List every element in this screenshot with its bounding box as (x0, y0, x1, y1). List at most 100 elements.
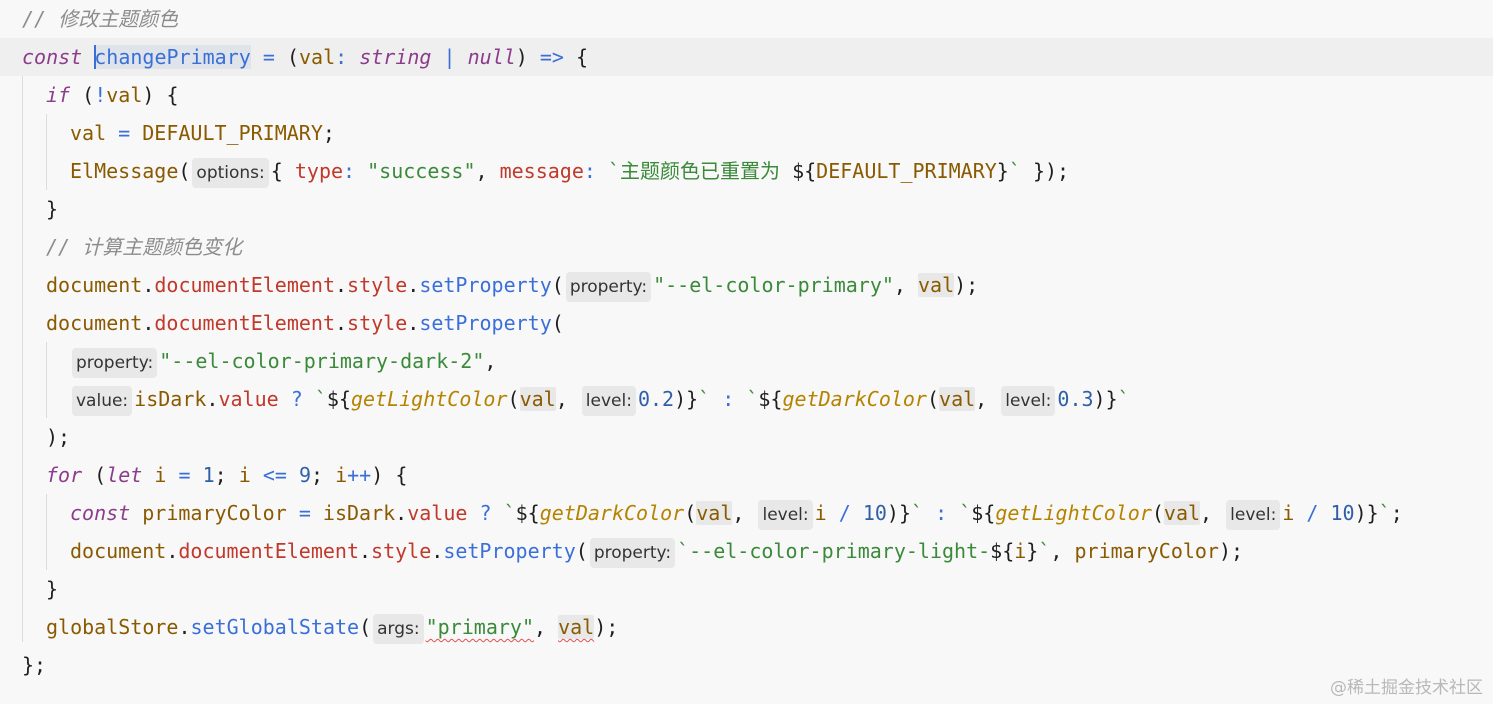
brace: { (395, 463, 408, 487)
template-close: } (1026, 539, 1039, 563)
brace: { (270, 159, 283, 183)
code-line-1[interactable]: // 修改主题颜色 (0, 0, 1493, 38)
property: documentElement (178, 539, 359, 563)
code-line-9[interactable]: document.documentElement.style.setProper… (0, 304, 1493, 342)
backtick: ` (1038, 539, 1051, 563)
code-line-17[interactable]: globalStore.setGlobalState(args:"primary… (0, 608, 1493, 646)
paren: ) (371, 463, 384, 487)
number: 0.2 (637, 387, 675, 411)
semicolon: ; (214, 463, 227, 487)
code-line-11[interactable]: value:isDark.value ? `${getLightColor(va… (0, 380, 1493, 418)
template-close: } (1366, 501, 1379, 525)
property-key: type (294, 159, 344, 183)
property: value (407, 501, 468, 525)
paren: ( (507, 387, 520, 411)
variable: i (238, 463, 251, 487)
semicolon: ; (1390, 501, 1403, 525)
dot: . (335, 311, 348, 335)
code-line-4[interactable]: val = DEFAULT_PRIMARY; (0, 114, 1493, 152)
dot: . (407, 311, 420, 335)
text-caret (94, 45, 97, 69)
template-close: } (996, 159, 1009, 183)
paren: ) (142, 83, 155, 107)
number: 9 (298, 463, 311, 487)
ternary: ? (290, 387, 303, 411)
variable: i (154, 463, 167, 487)
property: documentElement (154, 311, 335, 335)
code-line-6[interactable]: } (0, 190, 1493, 228)
dot: . (206, 387, 219, 411)
variable: val (70, 121, 107, 145)
property: documentElement (154, 273, 335, 297)
function-name[interactable]: changePrimary (94, 45, 251, 69)
backtick: ` (1117, 387, 1130, 411)
number: 0.3 (1057, 387, 1094, 411)
backtick: ` (1378, 501, 1391, 525)
type-null: null (467, 45, 516, 69)
backtick: ` (959, 501, 972, 525)
operator: ++ (347, 463, 372, 487)
keyword: for (46, 463, 83, 487)
comma: , (475, 159, 488, 183)
inlay-hint: level: (1226, 500, 1281, 530)
closing: }); (1032, 159, 1070, 183)
method: setProperty (419, 273, 552, 297)
code-line-2[interactable]: const changePrimary = (val: string | nul… (0, 38, 1493, 76)
indent-guide-level-1 (22, 76, 23, 642)
variable: i (814, 501, 827, 525)
paren: ( (178, 159, 191, 183)
param: val (299, 45, 336, 69)
paren: ( (551, 311, 564, 335)
template-string: `主题颜色已重置为 (607, 159, 793, 183)
template-open: ${ (515, 501, 540, 525)
code-line-16[interactable]: } (0, 570, 1493, 608)
inlay-hint: options: (192, 158, 269, 188)
string: "primary" (425, 615, 534, 639)
identifier: document (46, 311, 143, 335)
code-line-18[interactable]: }; (0, 646, 1493, 684)
code-line-3[interactable]: if (!val) { (0, 76, 1493, 114)
variable: i (1282, 501, 1295, 525)
code-line-15[interactable]: document.documentElement.style.setProper… (0, 532, 1493, 570)
dot: . (142, 273, 155, 297)
dot: . (359, 539, 372, 563)
operator: / (838, 501, 851, 525)
paren: ( (94, 463, 107, 487)
code-line-8[interactable]: document.documentElement.style.setProper… (0, 266, 1493, 304)
property-key: message (499, 159, 584, 183)
comment: // 修改主题颜色 (22, 7, 179, 31)
variable: val (106, 83, 143, 107)
closing: ); (1218, 539, 1244, 563)
comma: , (484, 349, 497, 373)
template-open: ${ (758, 387, 783, 411)
indent-guide-level-2c (46, 494, 47, 570)
string: "--el-color-primary-dark-2" (159, 349, 485, 373)
code-line-13[interactable]: for (let i = 1; i <= 9; i++) { (0, 456, 1493, 494)
code-line-5[interactable]: ElMessage(options:{ type: "success", mes… (0, 152, 1493, 190)
paren: ) (515, 45, 528, 69)
code-line-14[interactable]: const primaryColor = isDark.value ? `${g… (0, 494, 1493, 532)
method: setGlobalState (190, 615, 360, 639)
code-line-12[interactable]: ); (0, 418, 1493, 456)
inlay-hint: level: (758, 500, 813, 530)
template-close: } (686, 387, 699, 411)
paren: ( (926, 387, 940, 411)
comma: , (1200, 501, 1213, 525)
code-line-10[interactable]: property:"--el-color-primary-dark-2", (0, 342, 1493, 380)
constant: DEFAULT_PRIMARY (142, 121, 323, 145)
keyword: const (70, 501, 131, 525)
identifier: globalStore (46, 615, 179, 639)
semicolon: ; (311, 463, 324, 487)
pipe: | (443, 45, 456, 69)
operator: = (262, 45, 275, 69)
code-line-7[interactable]: // 计算主题颜色变化 (0, 228, 1493, 266)
colon: : (583, 159, 596, 183)
operator: = (118, 121, 131, 145)
variable: val (519, 387, 556, 411)
dot: . (395, 501, 408, 525)
variable: val (696, 501, 733, 525)
template-string: `--el-color-primary-light- (677, 539, 991, 563)
paren: ( (575, 539, 588, 563)
variable: i (1014, 539, 1027, 563)
